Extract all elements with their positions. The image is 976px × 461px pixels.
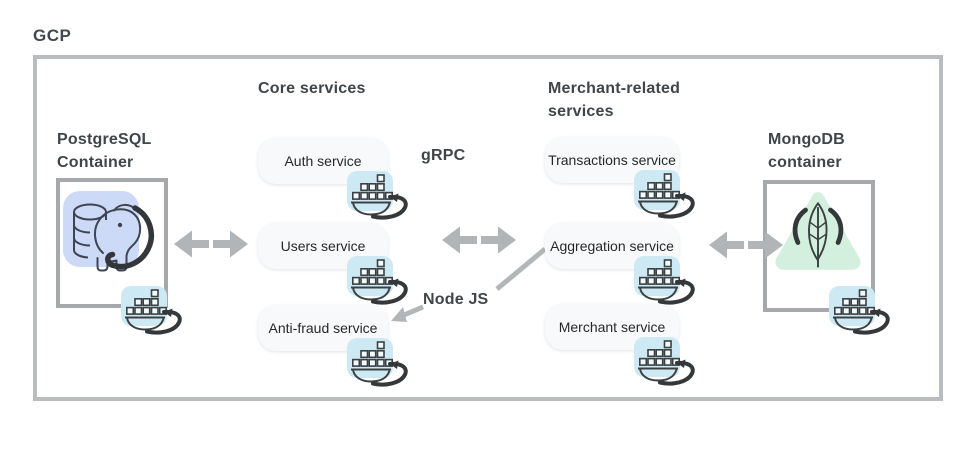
service-label: Aggregation service (550, 238, 674, 254)
mongodb-container-label: MongoDB container (768, 131, 845, 172)
merchant-service-node: Merchant service (545, 304, 679, 350)
postgresql-icon (63, 187, 163, 287)
service-label: Auth service (284, 153, 362, 169)
postgres-container-box (56, 178, 168, 308)
nodejs-label: Node JS (423, 291, 489, 308)
docker-icon (633, 251, 699, 305)
postgres-container-label: PostgreSQL Container (57, 131, 152, 172)
service-label: Users service (280, 238, 366, 254)
mongodb-icon (770, 188, 866, 276)
docker-icon (120, 281, 186, 335)
double-arrow-icon (441, 223, 517, 257)
docker-icon (346, 251, 412, 305)
transactions-service-node: Transactions service (545, 137, 679, 183)
core-services-heading: Core services (258, 80, 366, 97)
aggregation-service-node: Aggregation service (545, 223, 679, 269)
docker-icon (633, 332, 699, 386)
users-service-node: Users service (258, 223, 388, 269)
docker-icon (828, 281, 894, 335)
grpc-label: gRPC (421, 147, 466, 164)
service-label: Merchant service (558, 319, 666, 335)
docker-icon (633, 165, 699, 219)
docker-icon (346, 333, 412, 387)
docker-icon (346, 166, 412, 220)
merchant-services-heading: Merchant-related services (548, 80, 681, 121)
service-label: Anti-fraud service (268, 320, 378, 336)
gcp-boundary-box (33, 55, 943, 401)
auth-service-node: Auth service (258, 138, 388, 184)
service-label: Transactions service (548, 152, 676, 168)
double-arrow-icon (173, 227, 249, 261)
gcp-boundary-label: GCP (33, 26, 72, 45)
anti-fraud-service-node: Anti-fraud service (258, 305, 388, 351)
